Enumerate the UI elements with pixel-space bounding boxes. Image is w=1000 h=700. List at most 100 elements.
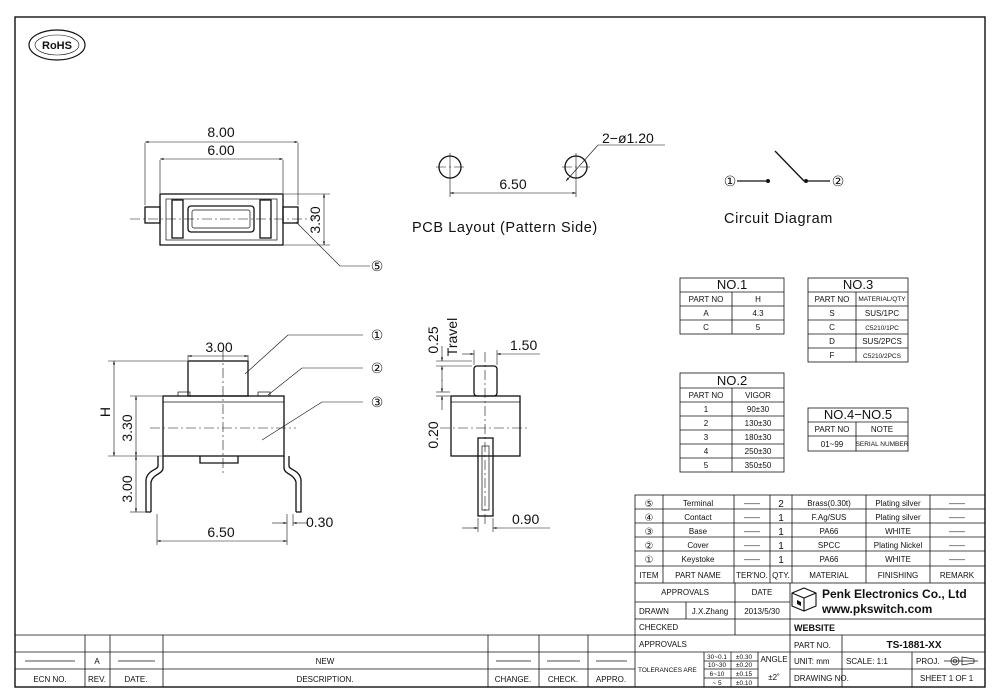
rev-head: APPRO.: [596, 675, 626, 684]
bom-cell: Cover: [687, 541, 709, 550]
rev-value: A: [94, 657, 100, 666]
bom-head: QTY.: [772, 571, 790, 580]
tb-tol-value: ±0.10: [736, 680, 753, 687]
dim-front-body-height: 3.30: [119, 414, 135, 441]
side-view: 0.25 Travel 1.50 0.20 0.90: [425, 318, 550, 532]
tb-tol-value: ±0.30: [736, 654, 753, 661]
tb-sheet: SHEET 1 OF 1: [920, 674, 974, 683]
bom-head: MATERIAL: [809, 571, 849, 580]
table-no3-cell: F: [830, 351, 835, 360]
drawing-border: [14, 16, 986, 688]
bom-cell: Keystoke: [682, 555, 715, 564]
table-no2-cell: 250±30: [745, 447, 772, 456]
bom-head: FINISHING: [878, 571, 918, 580]
callout-2-front: ②: [371, 360, 384, 376]
table-no45-head-part: PART NO: [815, 425, 850, 434]
bom-head: REMARK: [940, 571, 975, 580]
tb-angle: ANGLE: [760, 655, 787, 664]
tb-drawn: DRAWN: [639, 607, 669, 616]
table-no3-cell: S: [829, 309, 834, 318]
table-no3-cell: C5210/2PCS: [863, 353, 902, 360]
table-no45-cell: SERIAL NUMBER: [856, 441, 909, 448]
table-no3-title: NO.3: [843, 277, 873, 292]
tb-date: DATE: [752, 588, 773, 597]
tb-tol-range: 6~10: [710, 671, 725, 678]
rohs-logo: RoHS: [28, 29, 86, 61]
bom-cell: Plating silver: [875, 513, 921, 522]
tb-checked: CHECKED: [639, 623, 678, 632]
table-no3-cell: SUS/2PCS: [862, 337, 902, 346]
dim-side-travel: 0.25: [425, 326, 441, 353]
bom-cell: ——: [744, 527, 760, 536]
table-no45-cell: 01~99: [821, 440, 844, 449]
table-no2-title: NO.2: [717, 373, 747, 388]
bom-cell: ——: [949, 527, 965, 536]
tb-company: Penk Electronics Co., Ltd: [822, 587, 967, 601]
circuit-diagram-title: Circuit Diagram: [724, 211, 833, 227]
dim-front-H: H: [97, 407, 113, 417]
bom-cell: Brass(0.30t): [807, 499, 851, 508]
bom-cell: ——: [949, 541, 965, 550]
dim-front-lead-thickness: 0.30: [306, 514, 333, 530]
revision-block: A NEW ECN NO. REV. DATE. DESCRIPTION. CH…: [15, 634, 635, 687]
rev-head: CHECK.: [548, 675, 578, 684]
bom-cell: F.Ag/SUS: [812, 513, 847, 522]
tb-tol-value: ±0.15: [736, 671, 753, 678]
bom-cell: Terminal: [683, 499, 713, 508]
tb-drawing-no: DRAWING NO.: [794, 674, 849, 683]
bom-cell: WHITE: [885, 555, 911, 564]
dim-top-width-total: 8.00: [207, 124, 234, 140]
dim-pcb-pitch: 6.50: [499, 176, 526, 192]
table-no2: NO.2 PART NO VIGOR 1 90±30 2 130±30 3 18…: [679, 372, 785, 473]
table-no3-head-part: PART NO: [815, 295, 850, 304]
table-no1: NO.1 PART NO H A 4.3 C 5: [679, 277, 785, 335]
table-no2-cell: 180±30: [745, 433, 772, 442]
circuit-diagram: ① ② Circuit Diagram: [724, 150, 844, 227]
bom-cell: ——: [949, 555, 965, 564]
rohs-text: RoHS: [42, 40, 72, 52]
table-no3-cell: C5210/1PC: [865, 325, 899, 332]
bom-cell: Base: [689, 527, 708, 536]
rev-head: CHANGE.: [495, 675, 531, 684]
company-logo-icon: [791, 587, 817, 612]
bom-cell: 1: [778, 527, 784, 538]
rev-head: REV.: [88, 675, 106, 684]
bom-cell: ——: [744, 541, 760, 550]
bom-cell: ①: [645, 555, 654, 566]
table-no45-title: NO.4−NO.5: [824, 407, 892, 422]
table-no2-cell: 130±30: [745, 419, 772, 428]
rev-head: DESCRIPTION.: [297, 675, 354, 684]
table-no1-cell: C: [703, 323, 709, 332]
tb-tol-range: ~ 5: [712, 680, 722, 687]
dim-front-lead-pitch: 6.50: [207, 524, 234, 540]
bom-cell: SPCC: [818, 541, 840, 550]
table-no2-cell: 350±50: [745, 461, 772, 470]
bom-cell: 1: [778, 555, 784, 566]
table-no2-head-vigor: VIGOR: [745, 391, 771, 400]
table-no45-head-note: NOTE: [871, 425, 893, 434]
bom-cell: 2: [778, 499, 784, 510]
dim-top-height: 3.30: [307, 206, 323, 233]
table-no3-cell: C: [829, 323, 835, 332]
bom-cell: ③: [645, 527, 654, 538]
table-no1-title: NO.1: [717, 277, 747, 292]
top-view: 8.00 6.00 3.30 ⑤: [130, 124, 383, 274]
table-no2-cell: 2: [704, 419, 709, 428]
dim-front-cap-width: 3.00: [205, 339, 232, 355]
bom-cell: 1: [778, 541, 784, 552]
bom-cell: Contact: [684, 513, 712, 522]
rev-description: NEW: [316, 657, 335, 666]
table-no1-cell: 4.3: [752, 309, 764, 318]
rev-head: ECN NO.: [33, 675, 66, 684]
bom-cell: ——: [949, 499, 965, 508]
table-no2-head-part: PART NO: [689, 391, 724, 400]
dim-side-cap-width: 1.50: [510, 337, 537, 353]
bom-cell: ——: [949, 513, 965, 522]
tb-tol-range: 10~30: [708, 662, 727, 669]
table-no3-head-material: MATERIAL/QTY: [858, 296, 906, 303]
bom-head: ITEM: [639, 571, 658, 580]
tb-drawn-date: 2013/5/30: [744, 607, 780, 616]
callout-3-front: ③: [371, 394, 384, 410]
table-no1-cell: A: [703, 309, 709, 318]
tb-website-url: www.pkswitch.com: [821, 602, 932, 616]
